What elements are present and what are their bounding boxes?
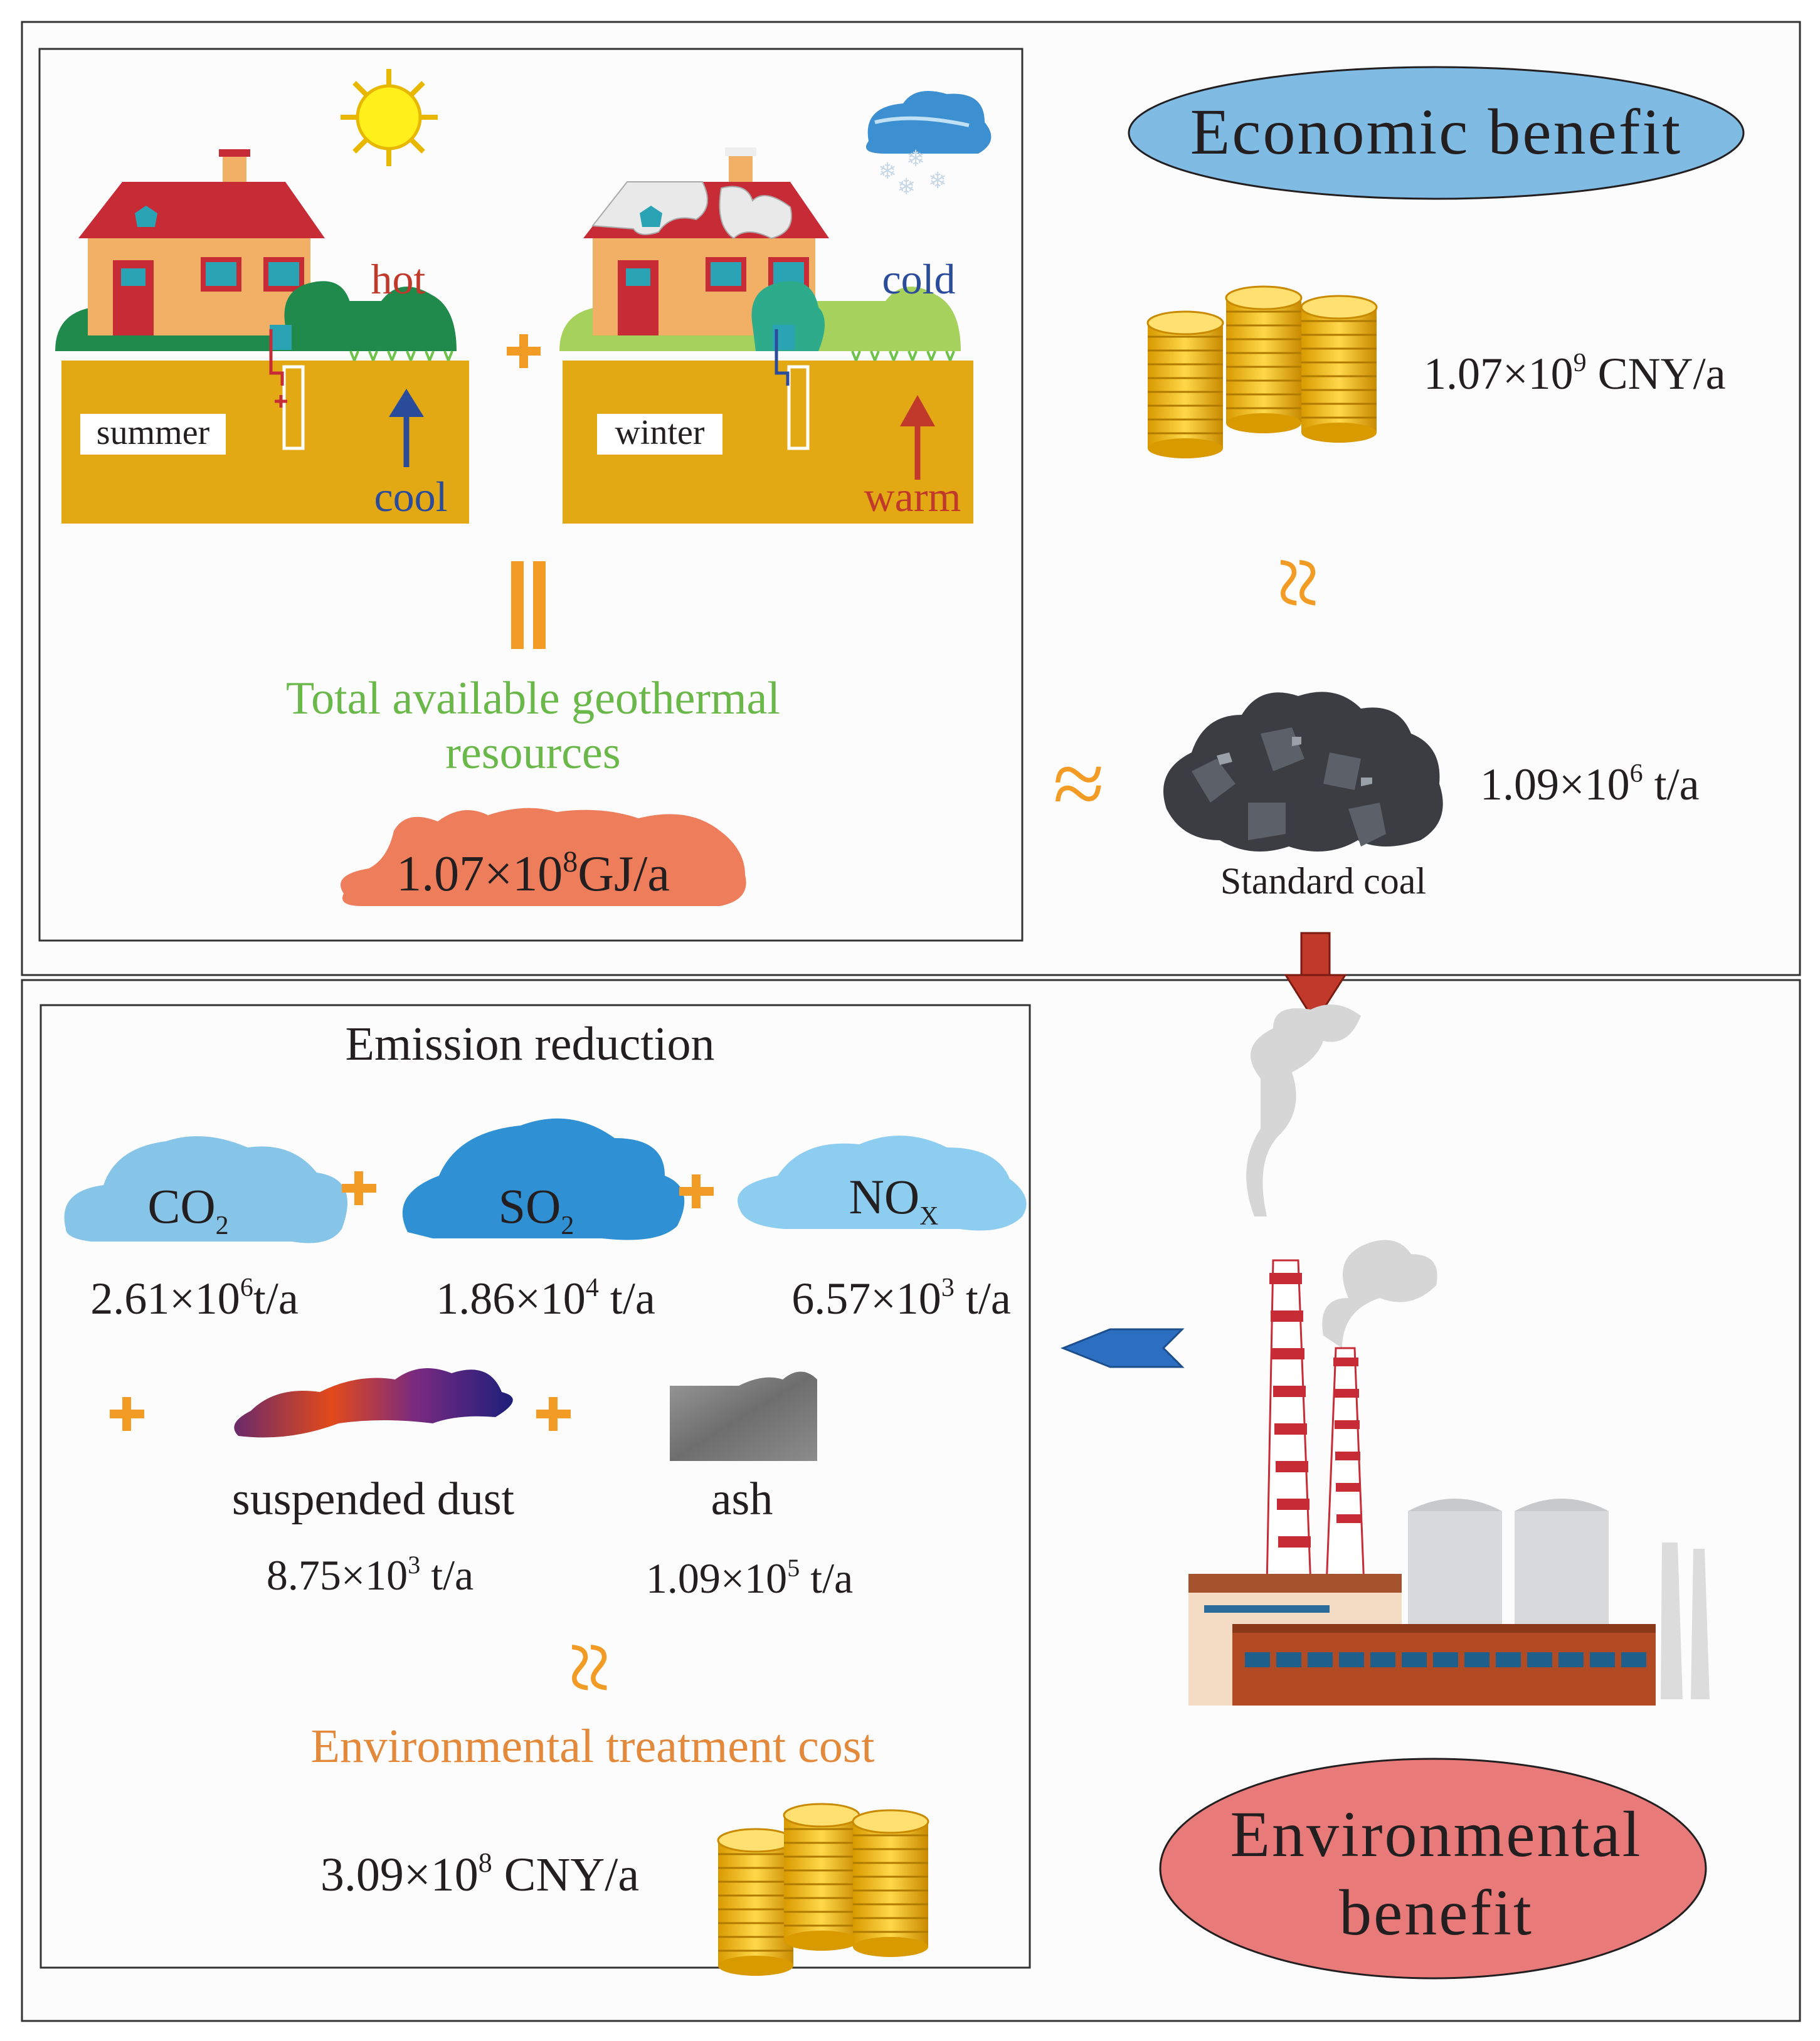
approx-icon-vertical: ≈ bbox=[1246, 557, 1350, 609]
so2-value: 1.86×104 t/a bbox=[436, 1274, 655, 1324]
approx-icon-cost: ≈ bbox=[537, 1642, 642, 1694]
total-resources-line1: Total available geothermal bbox=[286, 673, 780, 724]
dust-label: suspended dust bbox=[232, 1474, 515, 1525]
co2-value: 2.61×106t/a bbox=[90, 1274, 299, 1324]
environmental-benefit-ellipse bbox=[1159, 1758, 1707, 1980]
co2-cloud bbox=[64, 1136, 347, 1243]
so2-cloud bbox=[402, 1118, 685, 1240]
plus-icon-houses bbox=[507, 334, 541, 368]
salmon-blob bbox=[341, 808, 746, 906]
standard-coal-label: Standard coal bbox=[1220, 860, 1426, 902]
svg-text:❄: ❄ bbox=[878, 159, 897, 184]
nox-label: NOX bbox=[849, 1169, 938, 1231]
winter-label: winter bbox=[615, 413, 704, 452]
co2-label: CO2 bbox=[147, 1179, 228, 1240]
environmental-benefit-line1: Environmental bbox=[1230, 1798, 1642, 1870]
treatment-cost-title: Environmental treatment cost bbox=[310, 1720, 874, 1773]
winter-label-bg bbox=[597, 414, 722, 455]
ash-icon bbox=[670, 1371, 817, 1461]
plus-icon-dust-right bbox=[536, 1397, 571, 1431]
dust-value: 8.75×103 t/a bbox=[267, 1551, 474, 1599]
cold-label: cold bbox=[882, 255, 955, 303]
plus-icon-dust-left bbox=[110, 1397, 144, 1431]
svg-text:❄: ❄ bbox=[906, 146, 925, 171]
geothermal-amount: 1.07×108GJ/a bbox=[396, 845, 670, 902]
total-resources-line2: resources bbox=[445, 727, 620, 779]
down-arrow-icon bbox=[1284, 932, 1347, 1024]
svg-text:❄: ❄ bbox=[897, 174, 916, 199]
winter-scene: ❄❄❄❄ winter warm cold bbox=[559, 91, 992, 524]
economic-money-value: 1.07×109 CNY/a bbox=[1424, 349, 1726, 399]
suspended-dust-icon bbox=[234, 1368, 513, 1438]
plus-icon-so2-nox bbox=[679, 1174, 714, 1208]
plus-icon-co2-so2 bbox=[342, 1171, 376, 1205]
nox-value: 6.57×103 t/a bbox=[791, 1274, 1011, 1324]
warm-label: warm bbox=[864, 473, 961, 520]
emission-title: Emission reduction bbox=[346, 1018, 715, 1070]
coin-stack-icon-bottom bbox=[717, 1803, 929, 1977]
hot-label: hot bbox=[371, 255, 426, 303]
economic-benefit-ellipse bbox=[1128, 66, 1745, 200]
svg-text:❄: ❄ bbox=[928, 168, 947, 193]
summer-label: summer bbox=[97, 413, 210, 452]
economic-benefit-title: Economic benefit bbox=[1190, 96, 1682, 168]
summer-scene: summer cool hot bbox=[55, 69, 469, 524]
environmental-benefit-line2: benefit bbox=[1339, 1877, 1533, 1949]
coal-value: 1.09×106 t/a bbox=[1480, 759, 1700, 810]
approx-icon-horizontal: ≈ bbox=[1053, 732, 1104, 836]
summer-label-bg bbox=[80, 414, 226, 455]
ash-value: 1.09×105 t/a bbox=[646, 1554, 853, 1602]
snow-cloud-icon: ❄❄❄❄ bbox=[865, 91, 992, 199]
sun-icon bbox=[341, 69, 438, 166]
ash-label: ash bbox=[711, 1474, 773, 1525]
equals-icon bbox=[511, 561, 546, 649]
coal-icon bbox=[1163, 692, 1443, 852]
treatment-cost-value: 3.09×108 CNY/a bbox=[320, 1847, 639, 1901]
coin-stack-icon-top bbox=[1146, 285, 1378, 460]
power-plant-icon bbox=[1188, 1005, 1710, 1706]
so2-label: SO2 bbox=[499, 1179, 574, 1240]
left-arrow-icon bbox=[1060, 1328, 1185, 1368]
cool-label: cool bbox=[374, 473, 447, 520]
nox-cloud bbox=[738, 1136, 1027, 1231]
